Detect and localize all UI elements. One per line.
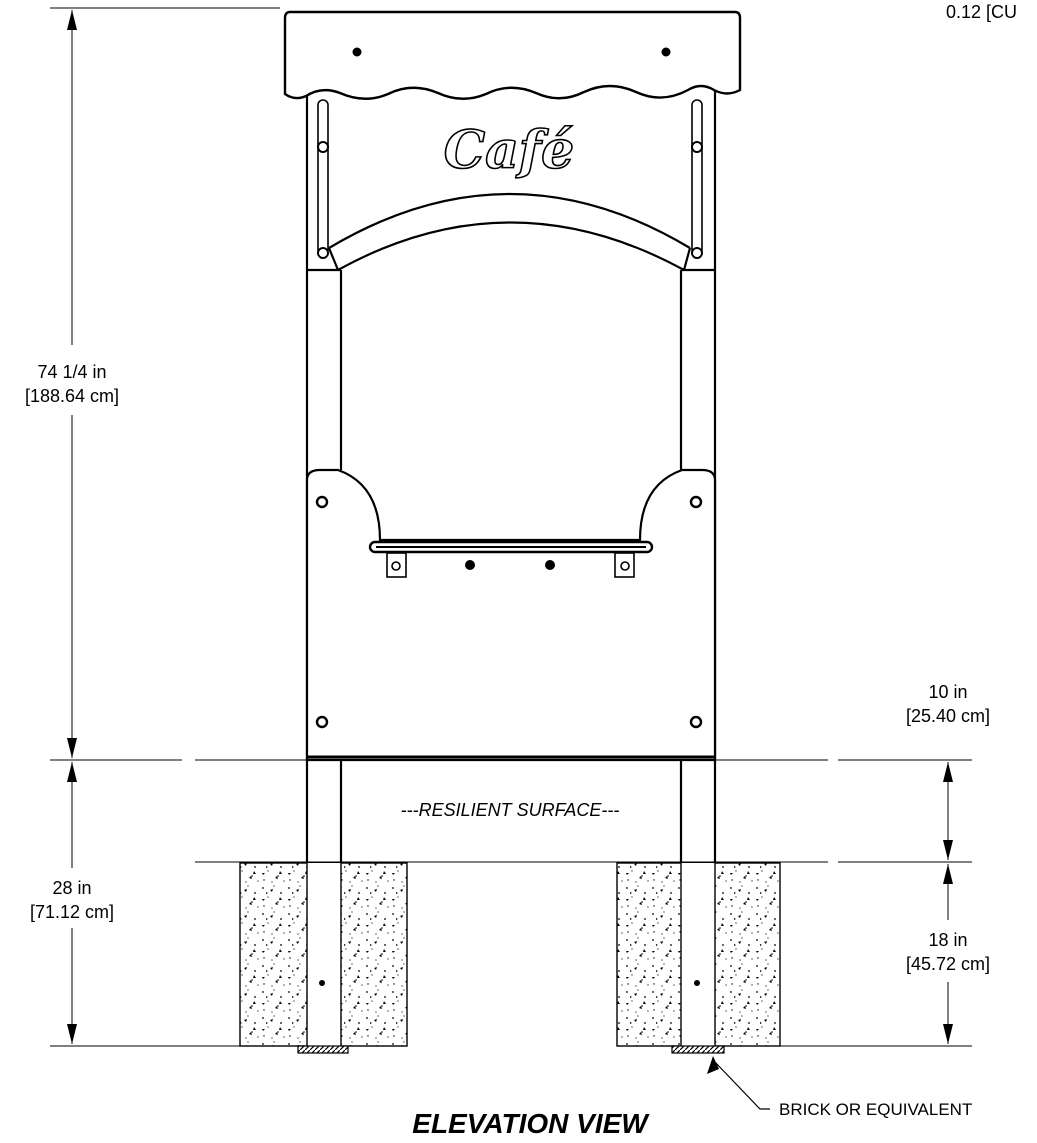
- top-cap: [283, 10, 742, 100]
- view-title: ELEVATION VIEW: [412, 1108, 650, 1139]
- dimension-below-grade: 28 in [71.12 cm]: [30, 759, 240, 1047]
- surface-depth-imperial: 10 in: [928, 682, 967, 702]
- handle-bar: [368, 540, 654, 578]
- corner-note: 0.12 [CU: [946, 2, 1017, 22]
- below-grade-imperial: 28 in: [52, 878, 91, 898]
- footing-left: [239, 862, 408, 1054]
- resilient-surface-label: ---RESILIENT SURFACE---: [401, 800, 620, 820]
- dimension-surface-depth: 10 in [25.40 cm]: [838, 682, 990, 863]
- brick-leader: [707, 1056, 770, 1110]
- post-bolts: [317, 141, 703, 259]
- overall-height-imperial: 74 1/4 in: [37, 362, 106, 382]
- arch-panel: [327, 193, 692, 271]
- dimension-footing-depth: 18 in [45.72 cm]: [725, 864, 990, 1047]
- below-grade-metric: [71.12 cm]: [30, 902, 114, 922]
- brick-note: BRICK OR EQUIVALENT: [779, 1100, 972, 1119]
- footing-depth-imperial: 18 in: [928, 930, 967, 950]
- panel-bolts: [315, 495, 703, 729]
- footing-depth-metric: [45.72 cm]: [906, 954, 990, 974]
- surface-depth-metric: [25.40 cm]: [906, 706, 990, 726]
- dimension-overall-height: 74 1/4 in [188.64 cm]: [25, 7, 280, 758]
- footing-right: [616, 862, 781, 1054]
- lower-panel: [305, 468, 717, 762]
- overall-height-metric: [188.64 cm]: [25, 386, 119, 406]
- cafe-logo: Café: [444, 120, 575, 181]
